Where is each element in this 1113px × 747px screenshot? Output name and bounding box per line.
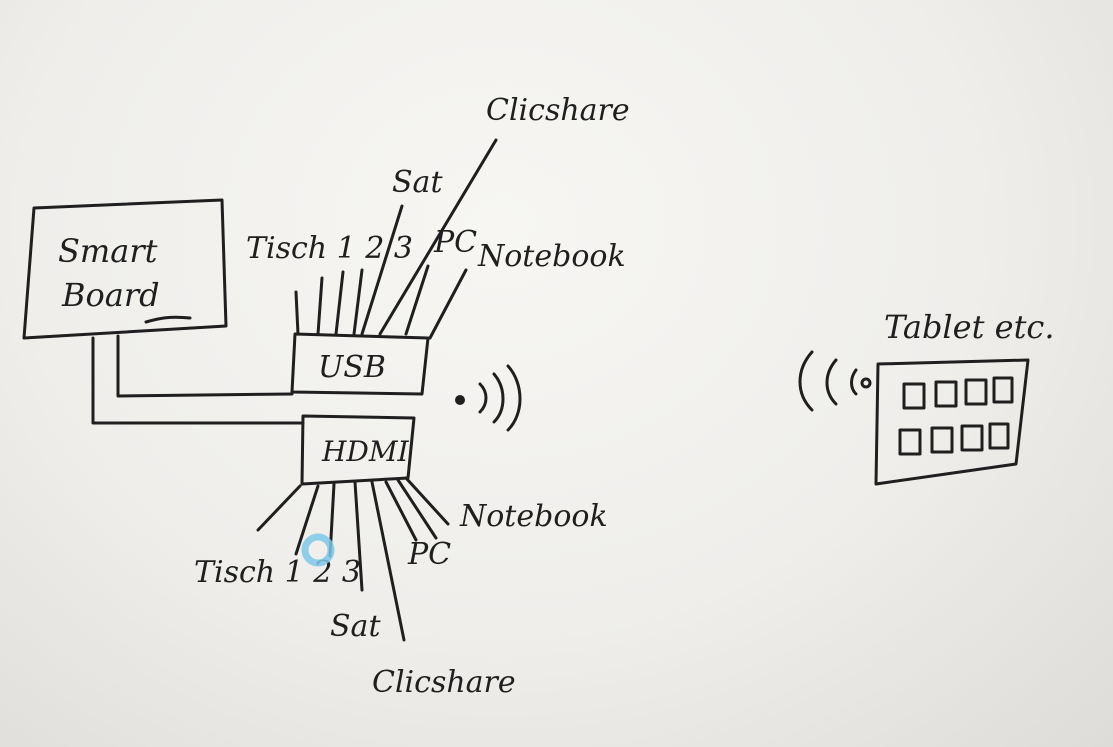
usb-input-label-notebook: Notebook (477, 239, 626, 274)
hdmi-box: HDMI (300, 414, 416, 486)
usb-input-lines (294, 138, 498, 340)
wireless-signal-icon (455, 364, 522, 432)
tablet-group: Tablet etc. (798, 308, 1055, 486)
cursor-marker (301, 533, 335, 567)
smart-board-cables (91, 315, 305, 425)
usb-input-label-pc: PC (433, 225, 477, 260)
usb-input-label-sat: Sat (392, 165, 443, 200)
tablet-label: Tablet etc. (884, 308, 1055, 346)
tablet-device-icon (874, 358, 1030, 486)
smart-board-label-line2: Board (61, 276, 160, 314)
hdmi-input-label-pc: PC (407, 537, 451, 572)
usb-input-label-clicshare: Clicshare (486, 93, 630, 128)
hdmi-input-label-notebook: Notebook (459, 499, 608, 534)
tablet-wireless-icon (798, 350, 872, 412)
smart-board-label-line1: Smart (58, 232, 158, 270)
hdmi-input-label-tisch: Tisch 1 2 3 (194, 555, 361, 590)
usb-input-label-tisch: Tisch 1 2 3 (246, 231, 413, 266)
smart-board-box: Smart Board (22, 198, 228, 340)
usb-label: USB (318, 350, 386, 385)
hdmi-input-label-sat: Sat (330, 609, 381, 644)
hdmi-input-label-clicshare: Clicshare (372, 665, 516, 700)
usb-box: USB (290, 332, 430, 396)
hdmi-label: HDMI (321, 435, 410, 468)
